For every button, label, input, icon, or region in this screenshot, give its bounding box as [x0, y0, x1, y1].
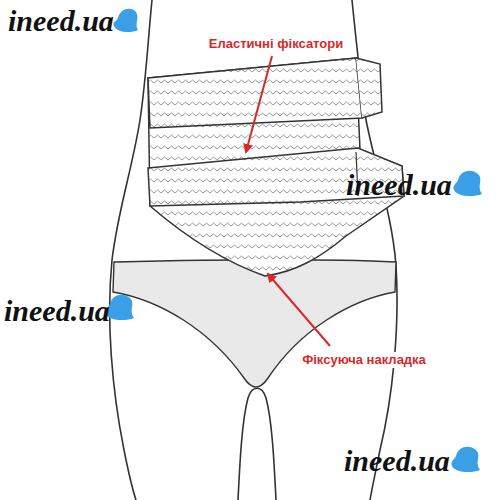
callout-label: Еластичні фіксатори — [207, 36, 345, 52]
leader-arrow — [268, 274, 330, 346]
belt-body — [148, 58, 404, 276]
callout-label: Фіксуюча накладка — [300, 352, 428, 368]
watermark: ineed.ua — [346, 170, 452, 200]
leader-arrow — [246, 56, 272, 152]
watermark: ineed.ua — [8, 6, 114, 36]
watermark: ineed.ua — [344, 446, 450, 476]
upper-band-tab — [356, 58, 382, 118]
watermark: ineed.ua — [4, 296, 110, 326]
watermark-icon — [105, 9, 482, 472]
